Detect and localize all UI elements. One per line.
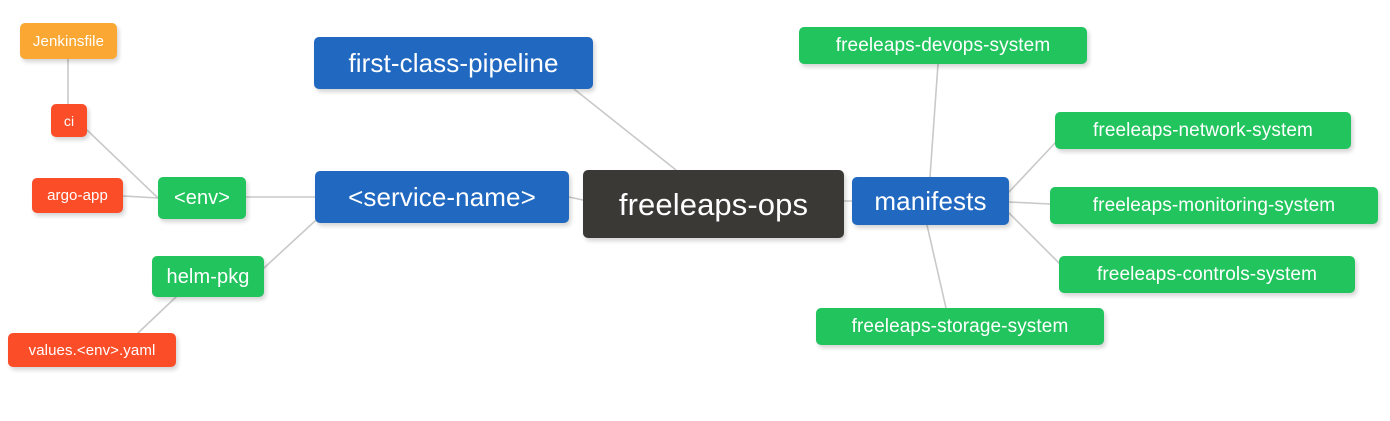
mindmap-node-label: freeleaps-network-system xyxy=(1093,120,1313,141)
mindmap-node-label: freeleaps-controls-system xyxy=(1096,264,1318,285)
edge-first-class-pipeline-to-freeleaps-ops xyxy=(573,88,677,171)
mindmap-node-label: argo-app xyxy=(47,187,108,204)
mindmap-node-label: ci xyxy=(63,112,75,129)
mindmap-node-freeleaps-ops[interactable]: freeleaps-ops xyxy=(583,170,844,238)
edge-manifests-to-freeleaps-devops-system xyxy=(929,63,939,178)
mindmap-node-label: freeleaps-ops xyxy=(618,186,809,222)
mindmap-node-label: <env> xyxy=(173,187,231,209)
edge-service-name-to-helm-pkg xyxy=(263,220,316,269)
mindmap-node-env[interactable]: <env> xyxy=(158,177,246,219)
edge-helm-pkg-to-values-yaml xyxy=(137,296,177,334)
mindmap-node-freeleaps-devops-system[interactable]: freeleaps-devops-system xyxy=(799,27,1087,64)
mindmap-node-ci[interactable]: ci xyxy=(51,104,87,137)
mindmap-node-freeleaps-network-system[interactable]: freeleaps-network-system xyxy=(1055,112,1351,149)
mindmap-node-label: Jenkinsfile xyxy=(32,32,105,50)
mindmap-node-label: <service-name> xyxy=(348,182,536,212)
mindmap-node-argo-app[interactable]: argo-app xyxy=(32,178,123,213)
mindmap-node-helm-pkg[interactable]: helm-pkg xyxy=(152,256,264,297)
mindmap-node-label: values.<env>.yaml xyxy=(28,341,156,359)
mindmap-node-label: freeleaps-monitoring-system xyxy=(1092,195,1336,216)
mindmap-node-label: freeleaps-devops-system xyxy=(835,35,1051,56)
mindmap-node-first-class-pipeline[interactable]: first-class-pipeline xyxy=(314,37,593,89)
edge-manifests-to-freeleaps-network-system xyxy=(1008,142,1056,193)
mindmap-node-values-yaml[interactable]: values.<env>.yaml xyxy=(8,333,176,367)
edge-manifests-to-freeleaps-storage-system xyxy=(926,224,947,309)
edge-manifests-to-freeleaps-monitoring-system xyxy=(1008,201,1051,205)
mindmap-node-freeleaps-monitoring-system[interactable]: freeleaps-monitoring-system xyxy=(1050,187,1378,224)
mindmap-node-label: freeleaps-storage-system xyxy=(851,316,1069,337)
mindmap-node-jenkinsfile[interactable]: Jenkinsfile xyxy=(20,23,117,59)
mindmap-node-freeleaps-storage-system[interactable]: freeleaps-storage-system xyxy=(816,308,1104,345)
mindmap-node-service-name[interactable]: <service-name> xyxy=(315,171,569,223)
mindmap-node-label: manifests xyxy=(874,186,987,216)
edge-argo-app-to-env xyxy=(122,195,159,199)
mindmap-node-manifests[interactable]: manifests xyxy=(852,177,1009,225)
mindmap-node-label: helm-pkg xyxy=(166,265,250,288)
mindmap-node-label: first-class-pipeline xyxy=(348,48,559,78)
mindmap-node-freeleaps-controls-system[interactable]: freeleaps-controls-system xyxy=(1059,256,1355,293)
edge-service-name-to-freeleaps-ops xyxy=(568,196,584,201)
